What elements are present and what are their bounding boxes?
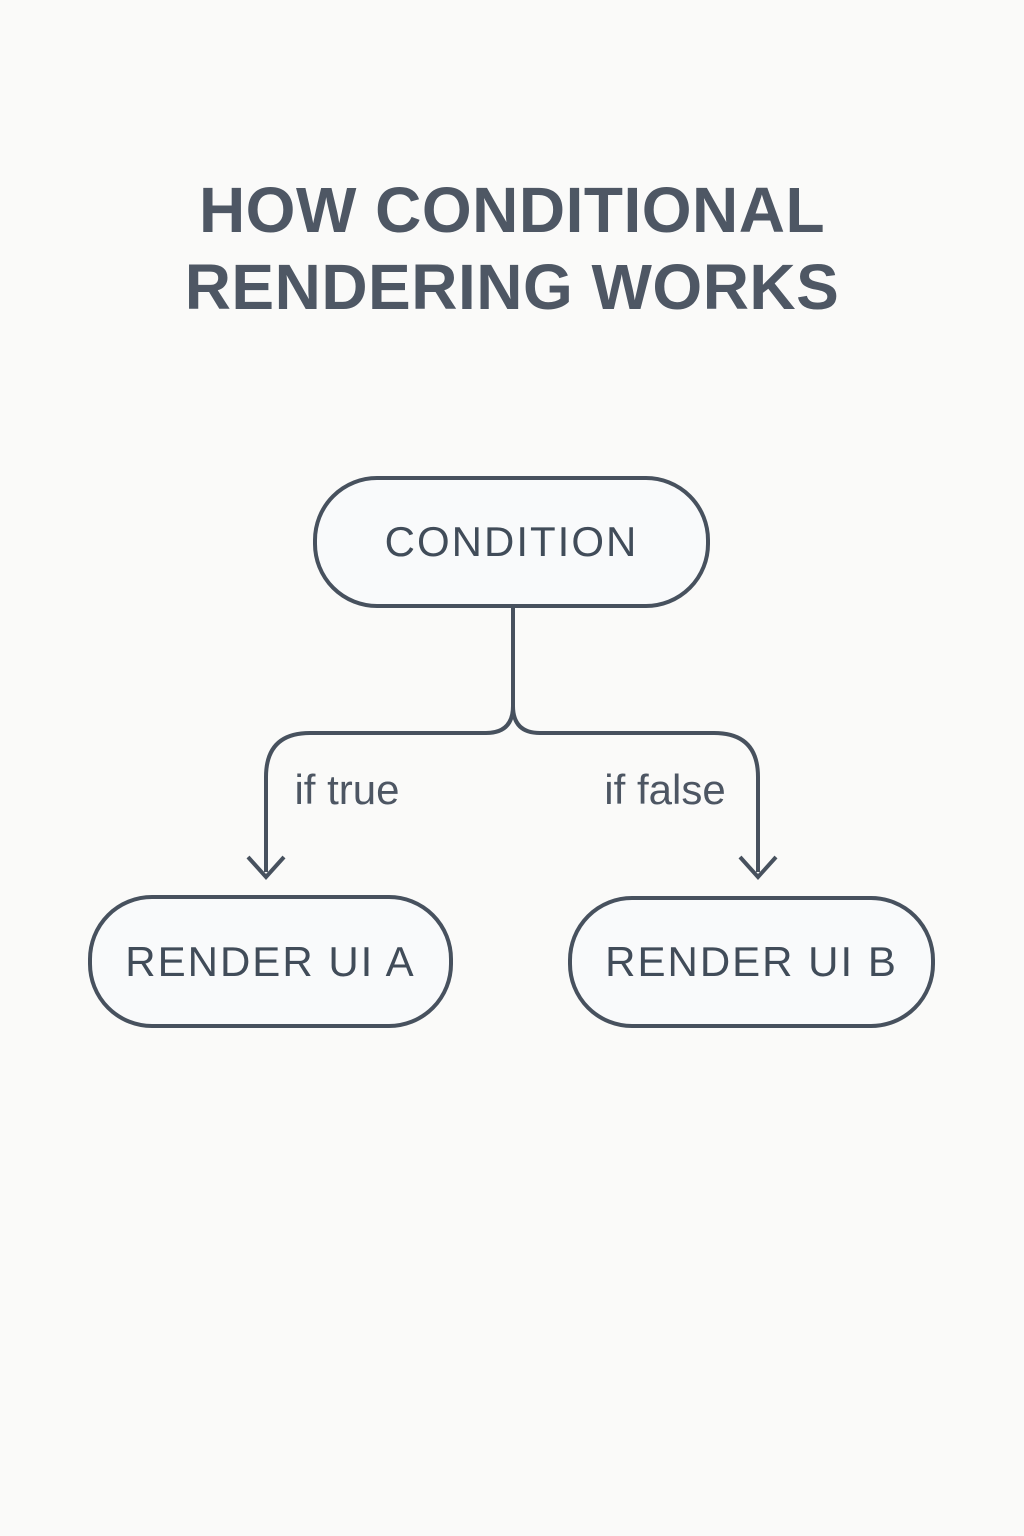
arrowhead-true-icon	[246, 855, 286, 880]
node-render-ui-b: RENDER UI B	[568, 896, 935, 1028]
page-title: HOW CONDITIONAL RENDERING WORKS	[0, 172, 1024, 326]
node-render-ui-b-label: RENDER UI B	[605, 938, 898, 985]
node-render-ui-a-label: RENDER UI A	[125, 937, 416, 985]
branch-true-connector	[264, 608, 515, 872]
branch-label-if-true: if true	[294, 766, 400, 813]
page-title-line-1: HOW CONDITIONAL	[198, 174, 826, 246]
branch-label-if-false: if false	[604, 766, 726, 813]
node-condition-label: CONDITION	[384, 518, 639, 565]
page-title-line-2: RENDERING WORKS	[184, 251, 840, 323]
arrowhead-false-icon	[738, 855, 778, 880]
node-render-ui-a: RENDER UI A	[88, 895, 453, 1028]
node-condition: CONDITION	[313, 476, 710, 608]
